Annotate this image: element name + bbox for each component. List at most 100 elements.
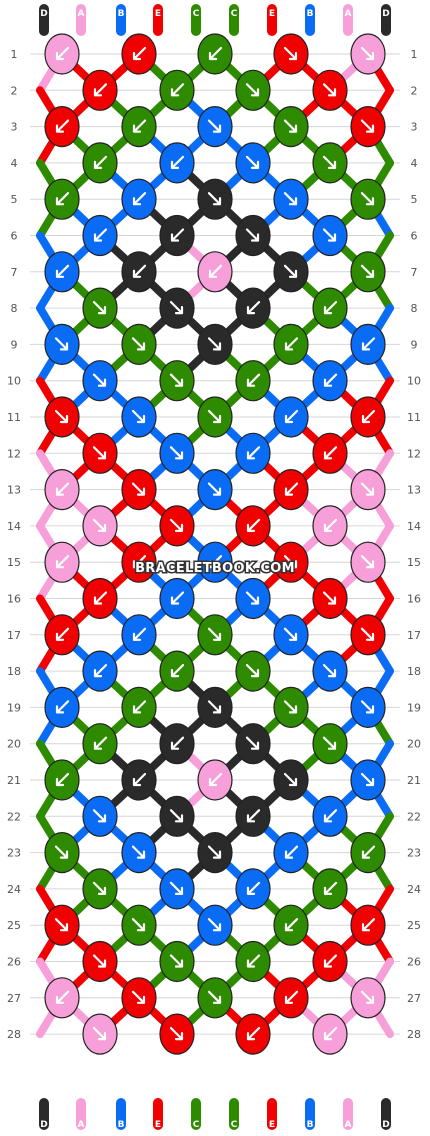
arrow-down-right-icon [54,918,69,932]
bottom-strand-cap [116,1098,126,1130]
knot [159,287,195,329]
arrow-down-right-icon [207,990,222,1004]
knot [82,214,118,257]
arrow-down-right-icon [360,555,375,569]
arrow-down-right-icon [245,83,260,97]
arrow-down-left-icon [361,337,376,351]
arrow-down-right-icon [169,373,184,387]
arrow-down-right-icon [207,409,222,424]
arrow-down-right-icon [131,845,146,859]
arrow-down-right-icon [207,845,222,859]
arrow-down-right-icon [322,663,337,678]
row-number-right: 18 [407,665,421,678]
knot [350,396,386,438]
row-number-right: 15 [407,556,421,569]
knot [82,505,118,547]
knot [44,469,80,511]
row-number-right: 10 [407,375,421,388]
row-number-right: 2 [411,84,418,97]
row-number-left: 21 [7,774,21,787]
arrow-down-left-icon [132,119,147,133]
knot [121,251,157,293]
knot [273,178,309,220]
knot [82,868,118,910]
arrow-down-left-icon [361,409,376,424]
arrow-down-left-icon [55,990,70,1004]
knot [312,1013,348,1055]
arrow-down-left-icon [284,990,299,1004]
knot [121,469,157,511]
arrow-down-right-icon [169,809,184,823]
row-number-left: 28 [7,1028,21,1041]
arrow-down-right-icon [283,264,298,278]
knot [235,723,271,765]
arrow-down-right-icon [283,46,298,61]
knot [235,868,271,910]
knot [121,904,157,946]
arrow-down-left-icon [323,1026,338,1041]
knot-layer [44,33,386,1055]
row-number-left: 9 [11,338,18,351]
arrow-down-left-icon [246,518,261,533]
knot [44,614,80,656]
knot [350,831,386,874]
arrow-down-right-icon [92,518,107,533]
arrow-down-left-icon [55,772,70,787]
bottom-strand-letter: B [118,1120,125,1130]
knot [273,759,309,801]
bottom-strand-cap [267,1098,277,1130]
arrow-down-right-icon [131,482,146,496]
row-number-left: 26 [7,956,21,969]
arrow-down-right-icon [207,337,222,351]
arrow-down-right-icon [92,809,107,823]
arrow-down-left-icon [93,663,108,678]
row-number-right: 4 [411,157,418,170]
row-number-right: 1 [411,48,418,61]
bottom-strand-cap [153,1098,163,1130]
knot [312,69,348,111]
arrow-down-right-icon [283,555,298,569]
row-number-left: 23 [7,847,21,860]
arrow-down-right-icon [169,446,184,460]
arrow-down-left-icon [55,627,70,641]
arrow-down-right-icon [360,627,375,641]
knot [121,686,157,729]
bottom-strand-letter: A [78,1120,85,1130]
knot [159,940,195,983]
knot [312,795,348,837]
arrow-down-right-icon [360,482,375,496]
knot [44,904,80,946]
knot [159,505,195,547]
arrow-down-right-icon [169,881,184,896]
row-number-left: 25 [7,919,21,932]
arrow-down-left-icon [93,83,108,97]
arrow-down-right-icon [207,918,222,932]
knot [159,577,195,620]
knot [159,650,195,692]
row-number-right: 16 [407,593,421,606]
row-number-right: 17 [407,629,421,642]
knot [235,69,271,111]
arrow-down-right-icon [283,192,298,206]
row-number-left: 11 [7,411,21,424]
row-number-left: 24 [7,883,21,896]
knot [44,541,80,583]
row-number-right: 22 [407,810,421,823]
knot [121,759,157,801]
top-strand-letter: A [78,9,85,19]
arrow-down-left-icon [93,155,108,169]
knot [82,577,118,620]
arrow-down-left-icon [208,772,223,787]
arrow-down-left-icon [170,155,185,169]
row-number-right: 20 [407,738,421,751]
knot [312,577,348,620]
knot [159,142,195,184]
row-number-right: 3 [411,121,418,134]
knot [235,360,271,402]
arrow-down-left-icon [208,555,223,569]
row-number-left: 2 [11,84,18,97]
arrow-down-right-icon [283,700,298,714]
knot [235,432,271,474]
row-number-left: 27 [7,992,21,1005]
